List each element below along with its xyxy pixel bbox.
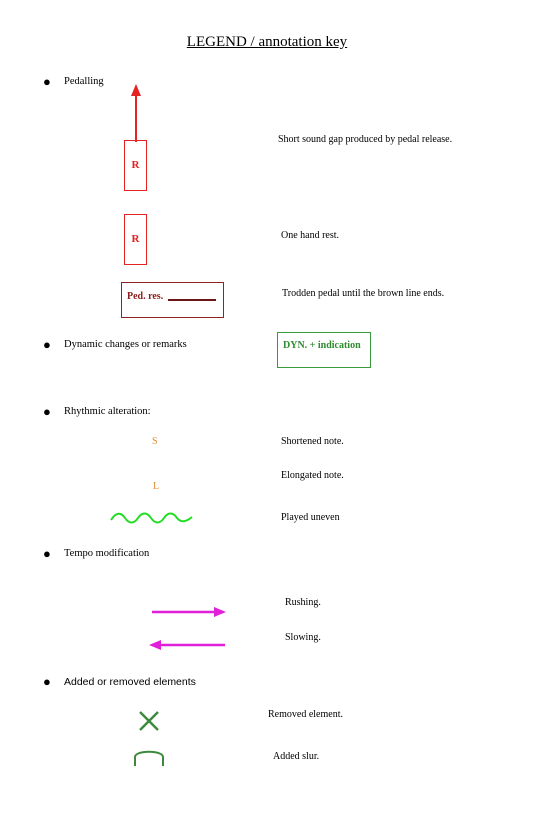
rushing-description: Rushing. [285, 597, 321, 608]
shortened-note-symbol: S [152, 436, 158, 447]
page-title: LEGEND / annotation key [186, 34, 348, 50]
pedal-release-label: R [131, 159, 140, 171]
section-label-dynamics: Dynamic changes or remarks [64, 339, 187, 350]
bullet-rhythm: ● [43, 404, 51, 419]
section-label-rhythm: Rhythmic alteration: [64, 406, 151, 417]
brown-line-icon [168, 299, 216, 301]
uneven-wave-icon [110, 512, 193, 524]
trodden-pedal-label: Ped. res. [127, 291, 164, 302]
added-slur-icon [134, 750, 164, 766]
bullet-dynamics: ● [43, 337, 51, 352]
bullet-elements: ● [43, 674, 51, 689]
removed-cross-icon [139, 711, 159, 731]
slowing-description: Slowing. [285, 632, 321, 643]
pedal-release-symbol: R [124, 140, 147, 191]
elongated-note-symbol: L [153, 481, 160, 492]
bullet-tempo: ● [43, 546, 51, 561]
shortened-note-description: Shortened note. [281, 436, 344, 447]
slowing-arrow-icon [149, 640, 225, 650]
section-label-elements: Added or removed elements [64, 676, 196, 688]
hand-rest-description: One hand rest. [281, 230, 340, 241]
trodden-pedal-description: Trodden pedal until the brown line ends. [282, 288, 445, 299]
hand-rest-label: R [131, 233, 140, 245]
section-label-tempo: Tempo modification [64, 548, 150, 559]
dynamics-label: DYN. + indication [283, 340, 361, 351]
trodden-pedal-symbol: Ped. res. [121, 282, 224, 318]
pedal-release-description: Short sound gap produced by pedal releas… [278, 134, 453, 145]
pedal-release-arrow-icon [131, 84, 141, 142]
uneven-description: Played uneven [281, 512, 340, 523]
bullet-pedalling: ● [43, 74, 51, 89]
section-label-pedalling: Pedalling [64, 76, 104, 87]
added-slur-description: Added slur. [273, 751, 320, 762]
elongated-note-description: Elongated note. [281, 470, 344, 481]
hand-rest-symbol: R [124, 214, 147, 265]
rushing-arrow-icon [152, 607, 226, 617]
removed-element-description: Removed element. [268, 709, 343, 720]
dynamics-symbol: DYN. + indication [277, 332, 371, 368]
